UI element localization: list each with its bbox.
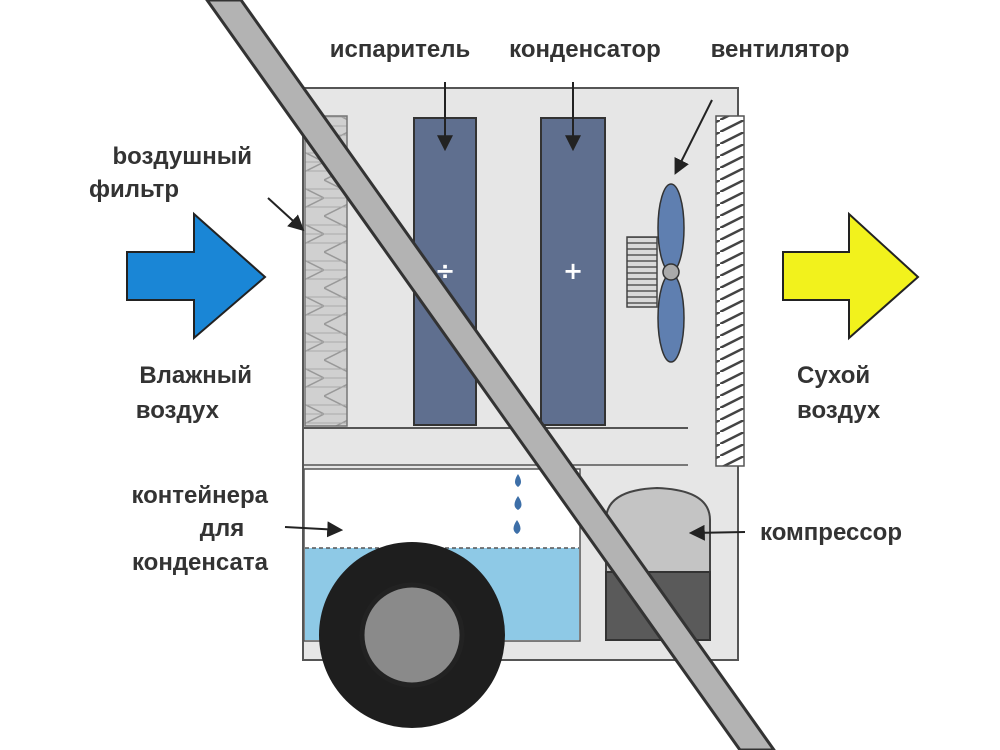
exhaust-grill	[715, 115, 745, 467]
transport-handle	[205, 0, 776, 750]
air-filter-label-line1: bоздушный	[112, 143, 252, 170]
compressor-pointer	[688, 524, 746, 541]
pointer-arrows	[267, 82, 746, 541]
dry-air-label-line2: воздух	[797, 397, 881, 424]
fan-motor	[626, 236, 658, 308]
condenser-sign: +	[563, 257, 583, 285]
inlet-air-arrow-icon	[126, 211, 267, 341]
container-label-line2: для	[200, 515, 244, 542]
outlet-air-arrow-icon	[782, 211, 920, 341]
transport-wheel	[319, 542, 505, 728]
evaporator-label: испаритель	[330, 36, 470, 63]
container-pointer	[284, 521, 344, 538]
fan-pointer	[674, 99, 713, 175]
container-label-line1: контейнера	[131, 482, 268, 509]
filter-pointer	[267, 197, 305, 232]
container-label-line3: конденсата	[132, 549, 269, 576]
fan-label: вентилятор	[711, 36, 850, 63]
condenser-coil	[540, 117, 606, 426]
air-filter-label-line2: фильтр	[89, 176, 179, 203]
water-drops-icon	[513, 474, 522, 534]
fan-icon	[657, 183, 685, 363]
humid-air-label-line2: воздух	[136, 397, 220, 424]
condenser-label: конденсатор	[509, 36, 661, 63]
compressor-label: компрессор	[760, 519, 902, 546]
dry-air-label-line1: Сухой	[797, 362, 870, 389]
humid-air-label-line1: Влажный	[139, 362, 252, 389]
